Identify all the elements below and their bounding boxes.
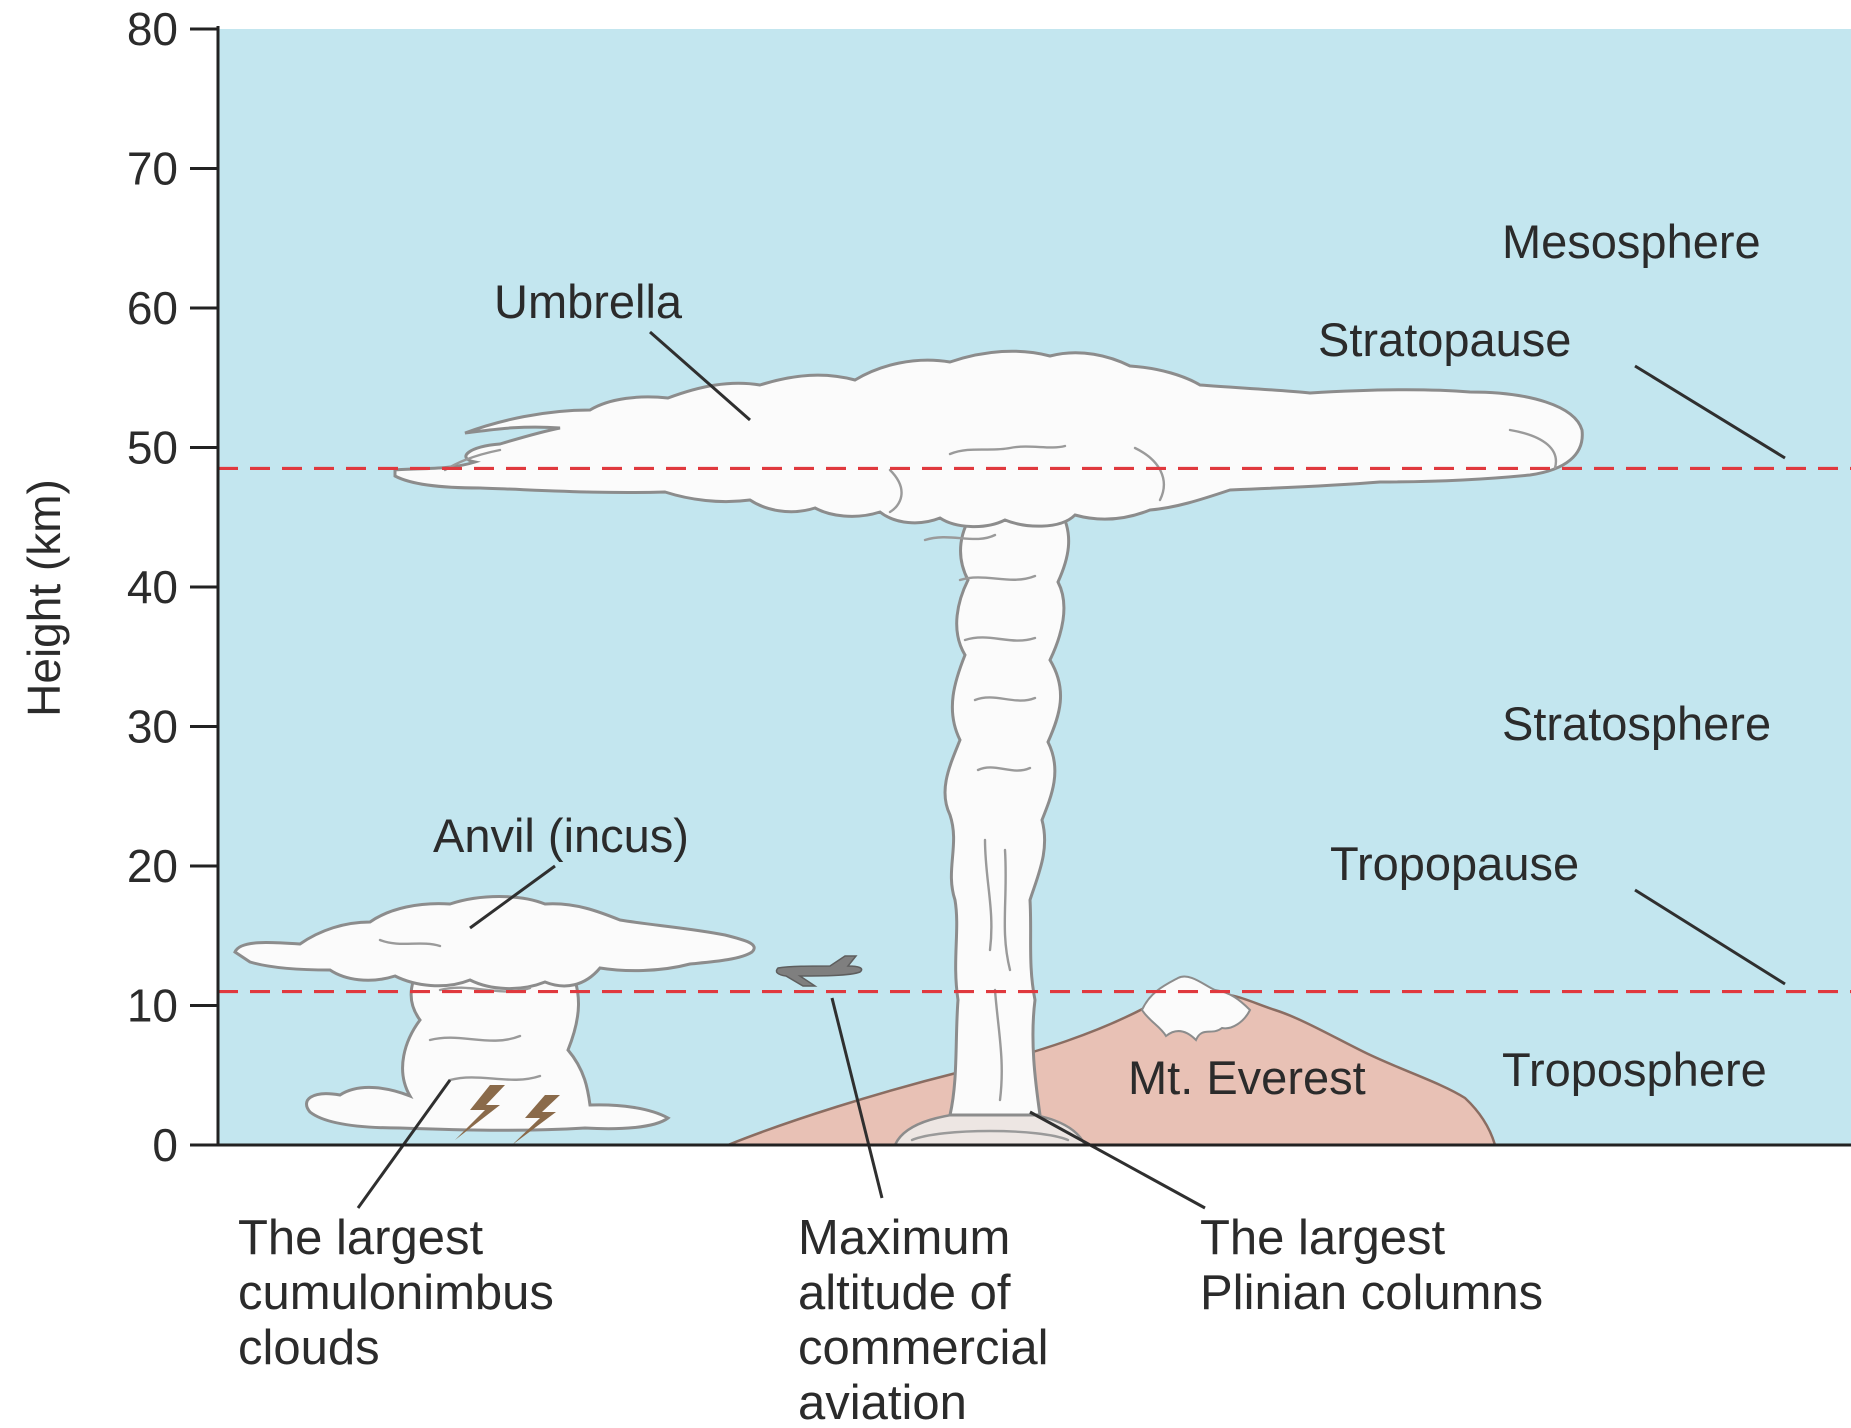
y-tick-label: 80: [127, 3, 178, 55]
y-tick-label: 60: [127, 282, 178, 334]
mesosphere-label: Mesosphere: [1502, 215, 1761, 268]
y-tick-label: 70: [127, 143, 178, 195]
callout-line: Plinian columns: [1200, 1266, 1543, 1320]
y-tick-label: 30: [127, 701, 178, 753]
stratopause-label: Stratopause: [1318, 313, 1571, 366]
y-axis-ticks: 0 10 20 30 40 50 60 70 80: [127, 3, 218, 1171]
callout-line: aviation: [798, 1376, 967, 1428]
umbrella-label: Umbrella: [494, 275, 683, 328]
stratosphere-label: Stratosphere: [1502, 697, 1771, 750]
callout-line: commercial: [798, 1321, 1048, 1375]
callout-line: clouds: [238, 1321, 380, 1375]
y-tick-label: 50: [127, 422, 178, 474]
callout-line: The largest: [1200, 1211, 1446, 1265]
callout-line: The largest: [238, 1211, 484, 1265]
aviation-callout: Maximum altitude of commercial aviation: [798, 1211, 1062, 1428]
callout-line: Maximum: [798, 1211, 1010, 1265]
tropopause-label: Tropopause: [1330, 837, 1579, 890]
mt-everest-label: Mt. Everest: [1128, 1051, 1366, 1104]
anvil-label: Anvil (incus): [433, 809, 689, 862]
troposphere-label: Troposphere: [1502, 1043, 1767, 1096]
y-tick-label: 0: [152, 1119, 178, 1171]
y-tick-label: 40: [127, 561, 178, 613]
callout-line: cumulonimbus: [238, 1266, 554, 1320]
cumulonimbus-callout: The largest cumulonimbus clouds: [238, 1211, 568, 1375]
y-tick-label: 20: [127, 840, 178, 892]
y-axis-label: Height (km): [18, 479, 70, 717]
callout-line: altitude of: [798, 1266, 1011, 1320]
plinian-callout: The largest Plinian columns: [1200, 1211, 1543, 1320]
y-tick-label: 10: [127, 980, 178, 1032]
